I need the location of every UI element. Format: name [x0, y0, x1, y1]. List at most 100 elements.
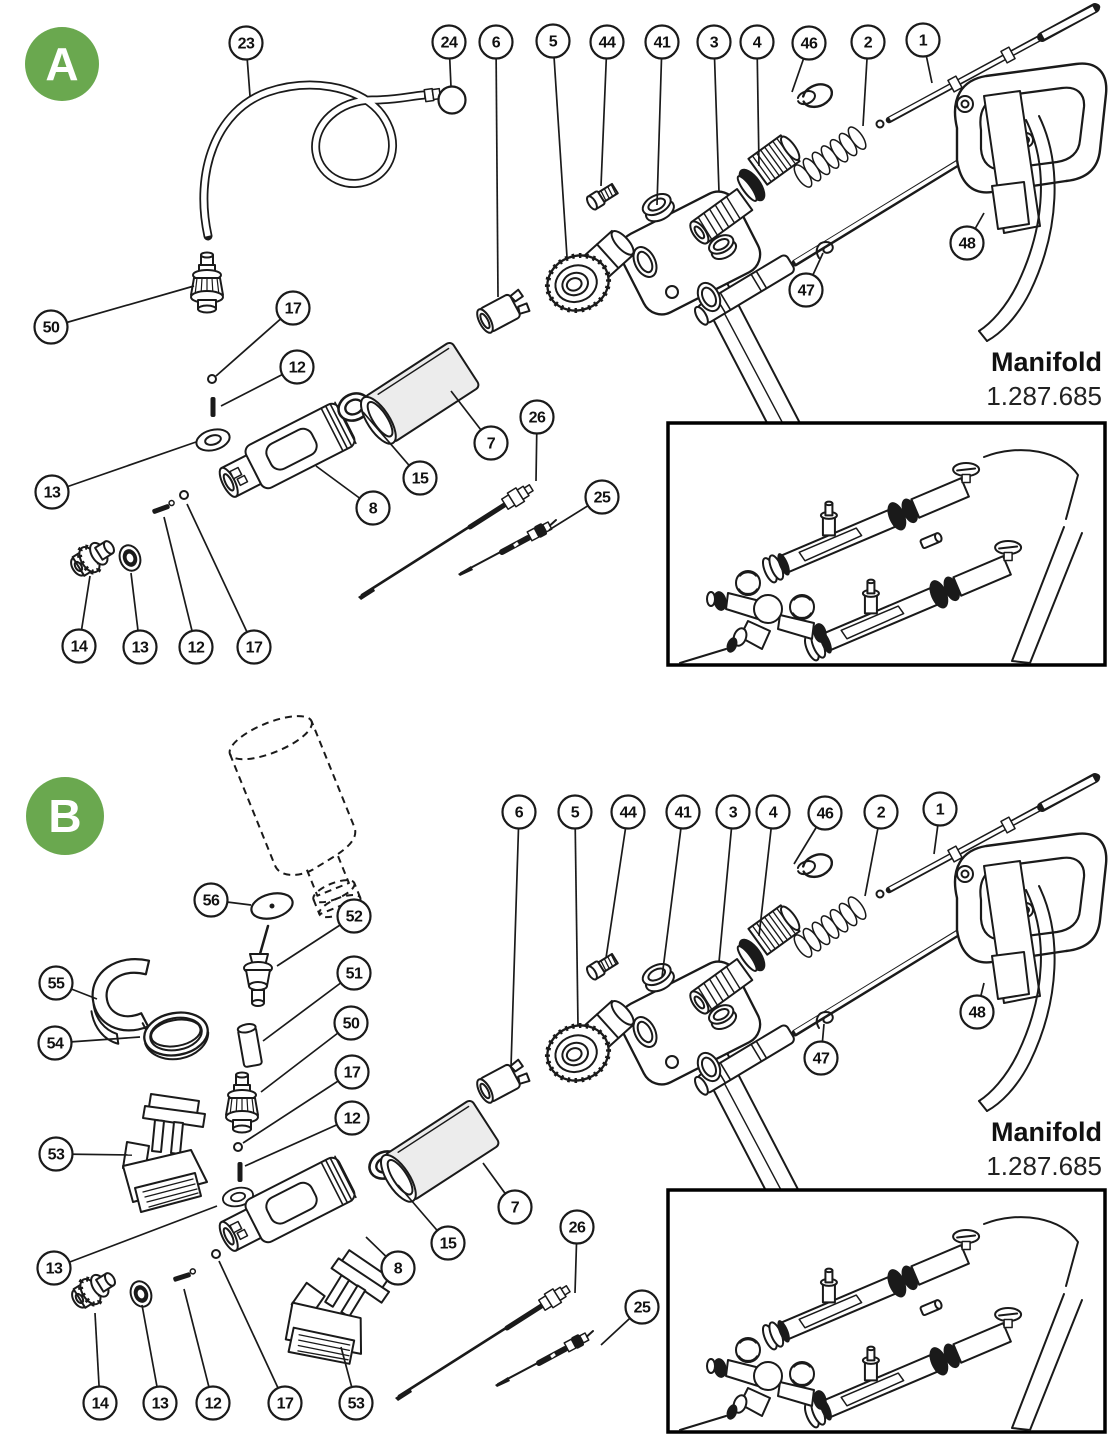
callout-3: 3 [715, 794, 751, 963]
callout-number: 17 [285, 301, 302, 318]
callout-number: 26 [529, 410, 546, 427]
callout-5: 5 [557, 794, 593, 1027]
callout-number: 50 [43, 320, 60, 337]
callout-15: 15 [362, 411, 438, 496]
callout-number: 26 [569, 1220, 586, 1237]
callout-number: 17 [277, 1396, 294, 1413]
callout-44: 44 [605, 794, 646, 959]
callout-number: 53 [348, 1396, 365, 1413]
callout-number: 8 [369, 501, 378, 518]
callout-53: 53 [38, 1136, 133, 1172]
callout-number: 55 [48, 976, 65, 993]
callout-number: 25 [634, 1300, 651, 1317]
callout-number: 47 [798, 283, 815, 300]
callout-46: 46 [793, 795, 843, 865]
pin-12c-b [171, 1267, 198, 1283]
callout-number: 13 [132, 640, 149, 657]
callout-number: 51 [346, 966, 363, 983]
gasket-disc-56 [250, 892, 294, 920]
pin-12-a [210, 397, 216, 417]
callout-number: 5 [571, 805, 580, 822]
pump-body-8-a [211, 400, 359, 508]
manifold-inset-a [668, 423, 1105, 665]
callout-1: 1 [922, 791, 958, 855]
callout-48: 48 [959, 982, 995, 1030]
callout-13: 13 [34, 441, 197, 510]
callout-number: 41 [654, 35, 671, 52]
callout-1: 1 [905, 22, 941, 84]
callout-2: 2 [863, 794, 899, 897]
callout-number: 25 [594, 490, 611, 507]
callout-12: 12 [183, 1288, 231, 1421]
pin-12-b [237, 1162, 243, 1182]
callout-number: 17 [246, 640, 263, 657]
callout-number: 7 [487, 436, 496, 453]
callout-51: 51 [262, 955, 372, 1042]
manifold-inset-b [668, 1190, 1105, 1432]
callout-number: 14 [92, 1396, 109, 1413]
bracket-53b-b [271, 1236, 401, 1382]
callout-55: 55 [38, 965, 98, 1001]
callout-number: 3 [710, 35, 719, 52]
callout-number: 8 [394, 1261, 403, 1278]
part-hose-23 [199, 80, 467, 241]
callout-56: 56 [193, 882, 252, 918]
callout-number: 54 [47, 1036, 64, 1053]
callout-number: 24 [441, 35, 458, 52]
callout-number: 15 [412, 471, 429, 488]
callout-number: 12 [344, 1111, 361, 1128]
callout-13: 13 [36, 1205, 218, 1286]
callout-48: 48 [949, 212, 985, 261]
callout-number: 12 [205, 1396, 222, 1413]
callout-number: 7 [511, 1200, 520, 1217]
callout-25: 25 [548, 479, 620, 531]
callout-number: 56 [203, 893, 220, 910]
callout-number: 44 [599, 35, 616, 52]
callout-number: 13 [44, 485, 61, 502]
callout-number: 1 [936, 802, 945, 819]
callout-number: 12 [188, 640, 205, 657]
callout-47: 47 [803, 1023, 839, 1076]
callout-number: 17 [344, 1065, 361, 1082]
callout-41: 41 [661, 794, 701, 978]
callout-53: 53 [338, 1346, 374, 1421]
badge-b-label: B [48, 790, 81, 842]
callout-number: 4 [769, 805, 778, 822]
callout-17: 17 [186, 503, 272, 665]
badge-b [26, 777, 104, 855]
valve-52 [243, 924, 273, 1007]
callout-17: 17 [218, 1260, 303, 1421]
manifold-part-number-b: 1.287.685 [986, 1151, 1102, 1181]
callout-8: 8 [365, 1236, 416, 1286]
callout-12: 12 [220, 349, 315, 407]
callout-number: 2 [877, 805, 886, 822]
callout-4: 4 [755, 794, 791, 937]
callout-13: 13 [122, 572, 158, 665]
callout-26: 26 [559, 1209, 595, 1294]
callout-13: 13 [141, 1304, 178, 1421]
badge-a [25, 27, 99, 101]
part-50-a [190, 251, 224, 314]
callout-number: 48 [969, 1005, 986, 1022]
callout-17: 17 [215, 290, 311, 377]
callout-number: 53 [48, 1147, 65, 1164]
callout-number: 13 [152, 1396, 169, 1413]
needle-26-b [395, 1282, 572, 1401]
callout-number: 4 [753, 35, 762, 52]
callout-number: 23 [238, 36, 255, 53]
callout-number: 48 [959, 236, 976, 253]
callout-26: 26 [519, 399, 555, 482]
washer-13-a [192, 424, 234, 456]
callout-number: 3 [729, 805, 738, 822]
cylinder-7-a [353, 340, 482, 450]
callout-number: 12 [289, 360, 306, 377]
callout-25: 25 [600, 1289, 660, 1346]
callout-number: 2 [864, 35, 873, 52]
callout-number: 6 [492, 35, 501, 52]
callout-14: 14 [82, 1312, 118, 1421]
callout-6: 6 [478, 24, 514, 298]
manifold-title-b: Manifold [991, 1117, 1102, 1147]
